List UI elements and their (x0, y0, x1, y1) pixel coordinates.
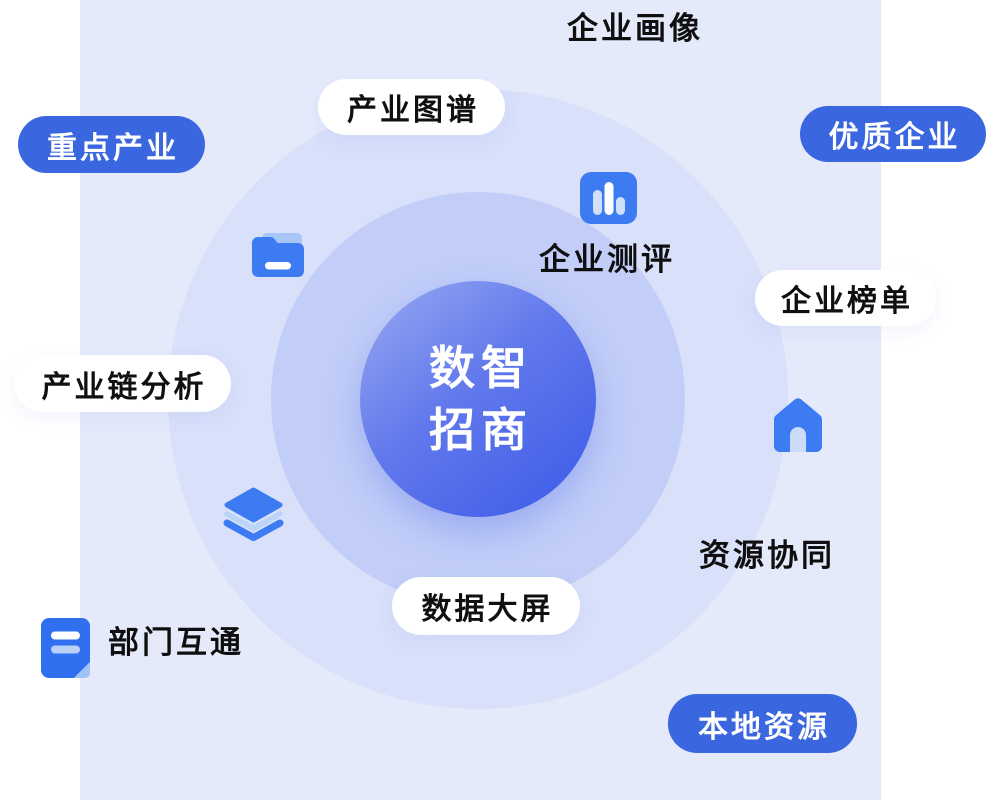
center-circle: 数智 招商 (360, 281, 596, 517)
pill-quality-enterprises: 优质企业 (800, 106, 986, 162)
pill-enterprise-ranking: 企业榜单 (755, 270, 936, 326)
layers-icon (222, 487, 285, 544)
bar-chart-icon (580, 172, 637, 224)
label-resource-collaboration: 资源协同 (699, 538, 835, 573)
pill-industry-chain-analysis: 产业链分析 (14, 355, 231, 412)
label-enterprise-portrait: 企业画像 (567, 11, 703, 46)
pill-industry-map: 产业图谱 (318, 79, 505, 135)
folder-icon (252, 233, 304, 277)
pill-local-resources: 本地资源 (668, 694, 857, 753)
document-icon (41, 618, 90, 678)
center-title-line2: 招商 (429, 404, 533, 456)
center-title-line1: 数智 (429, 342, 533, 394)
pill-data-dashboard: 数据大屏 (392, 577, 580, 635)
label-enterprise-evaluation: 企业测评 (539, 242, 675, 277)
house-icon (772, 395, 824, 453)
label-department-interconnection: 部门互通 (108, 625, 244, 660)
pill-key-industries: 重点产业 (18, 116, 205, 173)
